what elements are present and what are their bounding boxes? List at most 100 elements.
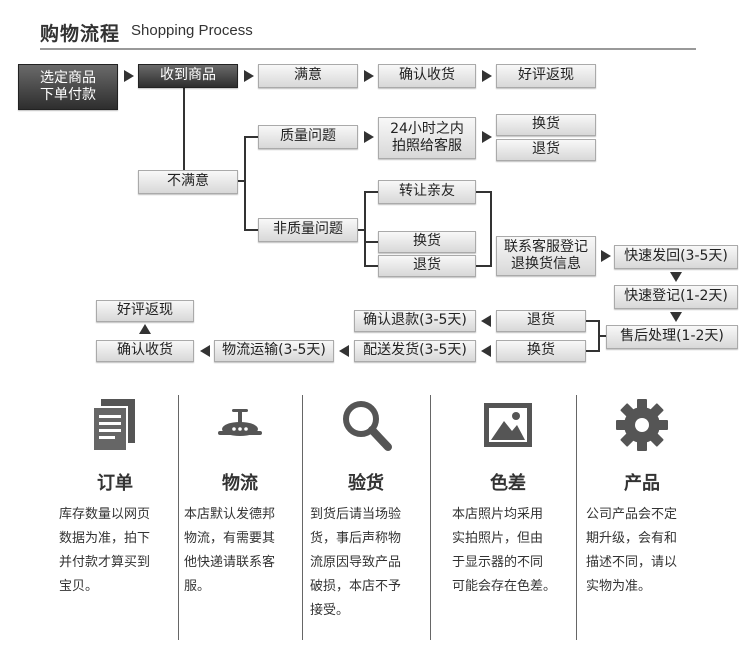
step-receive: 收到商品 [138, 64, 238, 88]
step-contact: 联系客服登记 退换货信息 [496, 236, 596, 276]
step-confirm-bottom-label: 确认收货 [117, 342, 173, 359]
info-title: 产品 [624, 473, 660, 494]
step-within24-line1: 24小时之内 [390, 120, 464, 137]
step-confirm-refund-label: 确认退款(3-5天) [363, 312, 467, 329]
step-unsatisfied-label: 不满意 [167, 173, 209, 190]
step-refund2-label: 退货 [413, 257, 441, 274]
step-contact-line1: 联系客服登记 [504, 238, 588, 255]
step-within24-line2: 拍照给客服 [392, 138, 462, 154]
step-confirm-top: 确认收货 [378, 64, 476, 88]
step-after-sales-label: 售后处理(1-2天) [620, 328, 724, 345]
connector-right-bracket-top [476, 191, 492, 193]
step-review-bottom: 好评返现 [96, 300, 194, 322]
step-select-line2: 下单付款 [40, 87, 96, 103]
divider [178, 395, 179, 640]
connector-after-branch-mid [598, 335, 606, 337]
connector-unsat-right [238, 180, 246, 182]
arrow-down-icon [670, 272, 682, 282]
divider [430, 395, 431, 640]
step-refund1-label: 退货 [532, 141, 560, 158]
step-quick-register: 快速登记(1-2天) [614, 285, 738, 309]
arrow-right-icon [364, 131, 374, 143]
step-logistics: 物流运输(3-5天) [214, 340, 334, 362]
step-refund3: 退货 [496, 310, 586, 332]
arrow-up-icon [139, 324, 151, 334]
page-title: 购物流程 [40, 23, 121, 45]
info-logistics: 物流 本店默认发德邦 物流，有需要其 他快递请联系客 服。 [180, 395, 300, 599]
step-quick-return-label: 快速发回(3-5天) [624, 248, 728, 265]
divider [302, 395, 303, 640]
info-color-diff: 色差 本店照片均采用 实拍照片，但由 于显示器的不同 可能会存在色差。 [448, 395, 568, 599]
arrow-right-icon [244, 70, 254, 82]
step-review-top: 好评返现 [496, 64, 596, 88]
step-satisfied: 满意 [258, 64, 358, 88]
order-document-icon [92, 399, 135, 452]
info-product: 产品 公司产品会不定 期升级，会有和 描述不同，请以 实物为准。 [582, 395, 702, 599]
info-title: 色差 [490, 473, 526, 494]
step-select-pay: 选定商品 下单付款 [18, 64, 118, 110]
arrow-right-icon [482, 70, 492, 82]
arrow-right-icon [364, 70, 374, 82]
step-transfer: 转让亲友 [378, 180, 476, 204]
step-refund1: 退货 [496, 139, 596, 161]
step-quality: 质量问题 [258, 125, 358, 149]
arrow-left-icon [481, 315, 491, 327]
step-confirm-bottom: 确认收货 [96, 340, 194, 362]
info-desc: 本店照片均采用 实拍照片，但由 于显示器的不同 可能会存在色差。 [452, 507, 557, 594]
arrow-left-icon [339, 345, 349, 357]
step-exchange3: 换货 [496, 340, 586, 362]
step-quick-return: 快速发回(3-5天) [614, 245, 738, 269]
divider [576, 395, 577, 640]
arrow-right-icon [482, 131, 492, 143]
step-within24: 24小时之内 拍照给客服 [378, 117, 476, 159]
step-exchange1-label: 换货 [532, 116, 560, 133]
step-transfer-label: 转让亲友 [399, 183, 455, 200]
info-title: 验货 [348, 473, 384, 494]
arrow-left-icon [481, 345, 491, 357]
connector-receive-down [183, 88, 185, 170]
info-desc: 到货后请当场验 货，事后声称物 流原因导致产品 破损，本店不予 接受。 [310, 507, 402, 618]
info-desc: 库存数量以网页 数据为准，拍下 并付款才算买到 宝贝。 [59, 507, 151, 594]
connector-to-exchange2 [364, 241, 378, 243]
connector-nq-branch [364, 191, 366, 267]
info-title: 物流 [222, 473, 258, 494]
step-after-sales: 售后处理(1-2天) [606, 325, 738, 349]
step-confirm-refund: 确认退款(3-5天) [354, 310, 476, 332]
connector-after-branch-top [586, 320, 600, 322]
connector-right-bracket-bottom [476, 265, 492, 267]
arrow-down-icon [670, 312, 682, 322]
info-desc: 本店默认发德邦 物流，有需要其 他快递请联系客 服。 [184, 507, 276, 594]
step-unsatisfied: 不满意 [138, 170, 238, 194]
airplane-icon [218, 409, 262, 436]
connector-to-transfer [364, 191, 378, 193]
connector-unsat-branch [244, 136, 246, 230]
step-contact-line2: 退换货信息 [511, 256, 581, 272]
info-order: 订单 库存数量以网页 数据为准，拍下 并付款才算买到 宝贝。 [55, 395, 175, 599]
page-subtitle: Shopping Process [131, 22, 253, 39]
step-confirm-top-label: 确认收货 [399, 67, 455, 84]
connector-after-branch-bottom [586, 350, 600, 352]
step-quality-label: 质量问题 [280, 128, 336, 145]
step-delivery: 配送发货(3-5天) [354, 340, 476, 362]
step-review-bottom-label: 好评返现 [117, 302, 173, 319]
step-refund3-label: 退货 [527, 312, 555, 329]
step-receive-label: 收到商品 [160, 67, 216, 84]
connector-to-quality [244, 136, 258, 138]
step-satisfied-label: 满意 [294, 67, 322, 84]
step-logistics-label: 物流运输(3-5天) [222, 342, 326, 359]
connector-to-nonquality [244, 229, 258, 231]
gear-icon [616, 399, 668, 451]
picture-icon [484, 403, 532, 447]
connector-to-refund2 [364, 265, 378, 267]
step-exchange2: 换货 [378, 231, 476, 253]
step-delivery-label: 配送发货(3-5天) [363, 342, 467, 359]
step-select-line1: 选定商品 [40, 69, 96, 86]
arrow-left-icon [200, 345, 210, 357]
step-quick-register-label: 快速登记(1-2天) [624, 288, 728, 305]
step-nonquality: 非质量问题 [258, 218, 358, 242]
info-title: 订单 [97, 473, 133, 494]
arrow-right-icon [601, 250, 611, 262]
arrow-right-icon [124, 70, 134, 82]
info-desc: 公司产品会不定 期升级，会有和 描述不同，请以 实物为准。 [586, 507, 678, 594]
header: 购物流程 Shopping Process [40, 12, 696, 50]
